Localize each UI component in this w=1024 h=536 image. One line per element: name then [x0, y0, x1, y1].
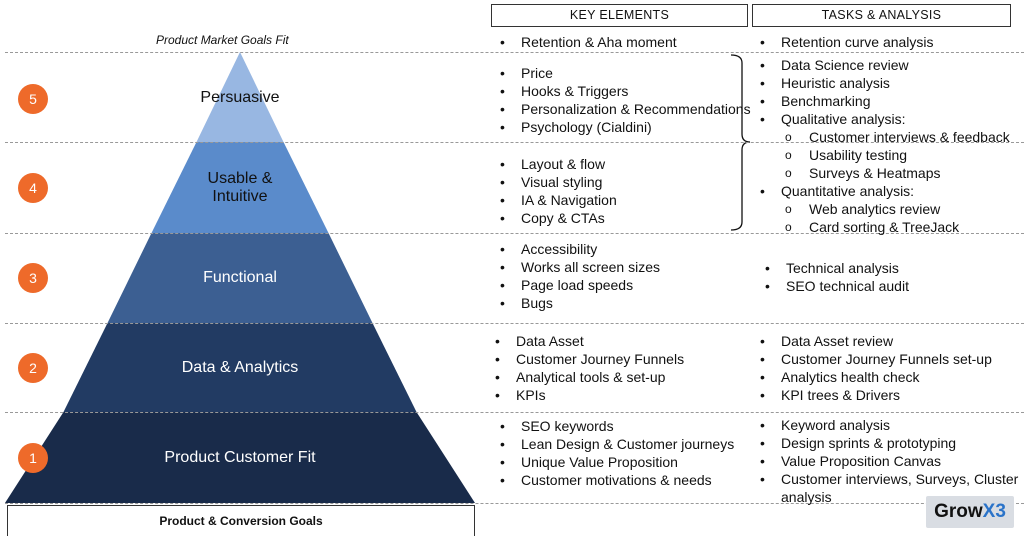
list-item: IA & Navigation — [495, 191, 617, 209]
list-item: Technical analysis — [760, 259, 909, 277]
header-tasks-analysis: TASKS & ANALYSIS — [752, 4, 1011, 27]
level-label-4-line-2: Intuitive — [212, 188, 268, 205]
level-badge-1: 1 — [18, 443, 48, 473]
list-item: Retention & Aha moment — [495, 33, 677, 51]
list-item: Value Proposition Canvas — [755, 452, 1021, 470]
list-item: Accessibility — [495, 240, 660, 258]
key-elements-level-4: Layout & flow Visual styling IA & Naviga… — [495, 155, 617, 227]
header-key-elements: KEY ELEMENTS — [491, 4, 748, 27]
logo-text-grow: Grow — [934, 501, 983, 522]
row-separator — [5, 52, 1024, 53]
top-row-key-elements: Retention & Aha moment — [495, 33, 677, 51]
list-item: Usability testing — [755, 146, 1010, 164]
row-separator — [5, 142, 1024, 143]
level-badge-5: 5 — [18, 84, 48, 114]
tasks-level-2: Data Asset review Customer Journey Funne… — [755, 332, 992, 404]
level-label-4: Usable & Intuitive — [120, 170, 360, 206]
list-item: Keyword analysis — [755, 416, 1021, 434]
list-item: Customer Journey Funnels — [490, 350, 684, 368]
logo-text-x3: X3 — [982, 501, 1006, 522]
list-item: Benchmarking — [755, 92, 1010, 110]
key-elements-level-5: Price Hooks & Triggers Personalization &… — [495, 64, 751, 136]
row-separator — [5, 233, 1024, 234]
list-item: Psychology (Cialdini) — [495, 118, 751, 136]
bracket-level-4 — [730, 150, 743, 231]
list-item: Analytical tools & set-up — [490, 368, 684, 386]
list-item: Qualitative analysis: — [755, 110, 1010, 128]
list-item: Personalization & Recommendations — [495, 100, 751, 118]
list-item: Customer motivations & needs — [495, 471, 734, 489]
list-item: Data Asset — [490, 332, 684, 350]
key-elements-level-2: Data Asset Customer Journey Funnels Anal… — [490, 332, 684, 404]
top-label: Product Market Goals Fit — [156, 33, 289, 47]
footer-label: Product & Conversion Goals — [7, 505, 475, 536]
pyramid-layer-3 — [107, 233, 373, 323]
list-item: KPI trees & Drivers — [755, 386, 992, 404]
pyramid-layer-2 — [63, 323, 417, 412]
level-label-2: Data & Analytics — [181, 359, 299, 376]
list-item: Copy & CTAs — [495, 209, 617, 227]
list-item: Card sorting & TreeJack — [755, 218, 1010, 236]
key-elements-level-1: SEO keywords Lean Design & Customer jour… — [495, 417, 734, 489]
list-item: Data Science review — [755, 56, 1010, 74]
list-item: Bugs — [495, 294, 660, 312]
row-separator — [5, 503, 1024, 504]
list-item: Customer interviews & feedback — [755, 128, 1010, 146]
list-item: Page load speeds — [495, 276, 660, 294]
list-item: Heuristic analysis — [755, 74, 1010, 92]
pyramid-layer-4 — [151, 142, 329, 233]
level-label-1: Product Customer Fit — [164, 449, 316, 466]
level-label-5: Persuasive — [200, 89, 280, 106]
level-badge-4: 4 — [18, 173, 48, 203]
row-separator — [5, 412, 1024, 413]
list-item: Visual styling — [495, 173, 617, 191]
list-item: Quantitative analysis: — [755, 182, 1010, 200]
list-item: SEO technical audit — [760, 277, 909, 295]
tasks-level-1: Keyword analysis Design sprints & protot… — [755, 416, 1021, 506]
list-item: Customer Journey Funnels set-up — [755, 350, 992, 368]
level-label-3: Functional — [203, 269, 277, 286]
list-item: Design sprints & prototyping — [755, 434, 1021, 452]
list-item: Data Asset review — [755, 332, 992, 350]
list-item: Web analytics review — [755, 200, 1010, 218]
bracket-level-5 — [730, 54, 751, 151]
list-item: Unique Value Proposition — [495, 453, 734, 471]
list-item: Works all screen sizes — [495, 258, 660, 276]
pyramid-layer-5 — [196, 52, 284, 142]
level-badge-2: 2 — [18, 353, 48, 383]
tasks-level-3: Technical analysis SEO technical audit — [760, 259, 909, 295]
row-separator — [5, 323, 1024, 324]
key-elements-level-3: Accessibility Works all screen sizes Pag… — [495, 240, 660, 312]
list-item: Layout & flow — [495, 155, 617, 173]
top-row-tasks: Retention curve analysis — [755, 33, 934, 51]
level-badge-3: 3 — [18, 263, 48, 293]
list-item: KPIs — [490, 386, 684, 404]
list-item: Surveys & Heatmaps — [755, 164, 1010, 182]
list-item: Analytics health check — [755, 368, 992, 386]
tasks-level-4-5: Data Science review Heuristic analysis B… — [755, 56, 1010, 236]
growx3-logo: GrowX3 — [926, 496, 1014, 528]
list-item: Customer interviews, Surveys, Cluster an… — [755, 470, 1021, 506]
level-label-4-line-1: Usable & — [207, 170, 273, 187]
pyramid-layer-1 — [5, 412, 475, 503]
list-item: SEO keywords — [495, 417, 734, 435]
list-item: Price — [495, 64, 751, 82]
list-item: Lean Design & Customer journeys — [495, 435, 734, 453]
list-item: Retention curve analysis — [755, 33, 934, 51]
list-item: Hooks & Triggers — [495, 82, 751, 100]
